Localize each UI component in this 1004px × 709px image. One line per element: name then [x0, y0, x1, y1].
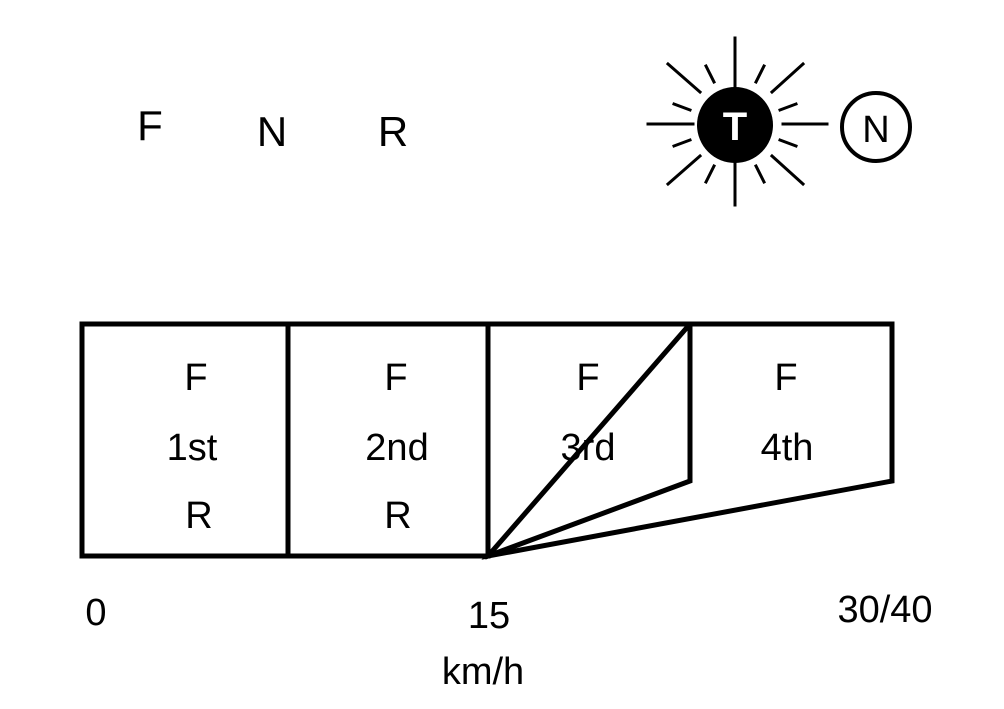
gear-4-middle-label: 4th	[761, 427, 814, 469]
gear-3-middle-label: 3rd	[561, 427, 616, 469]
axis-end-label: 30/40	[837, 589, 932, 631]
gear-2-top-label: F	[384, 357, 407, 399]
gear-1-middle-label: 1st	[167, 427, 218, 469]
axis-start-label: 0	[85, 592, 106, 634]
sun-glow-indicator-icon	[646, 36, 829, 207]
gear-4-top-label: F	[774, 357, 797, 399]
gear-box-4th	[481, 321, 895, 560]
selector-forward-label: F	[137, 102, 163, 149]
gear-1-bottom-label: R	[185, 495, 212, 537]
gear-2-middle-label: 2nd	[365, 427, 428, 469]
gear-1-top-label: F	[184, 357, 207, 399]
gear-range-chart	[79, 321, 895, 560]
circle-indicator-icon	[840, 91, 912, 163]
gear-box-3rd	[485, 321, 693, 560]
gear-2-bottom-label: R	[384, 495, 411, 537]
indicator-active-letter: T	[723, 105, 747, 149]
gear-3-top-label: F	[576, 357, 599, 399]
selector-reverse-label: R	[378, 108, 408, 155]
indicator-inactive-letter: N	[862, 109, 889, 151]
selector-neutral-label: N	[257, 108, 287, 155]
axis-unit-label: km/h	[442, 651, 524, 693]
axis-mid-label: 15	[468, 595, 510, 637]
